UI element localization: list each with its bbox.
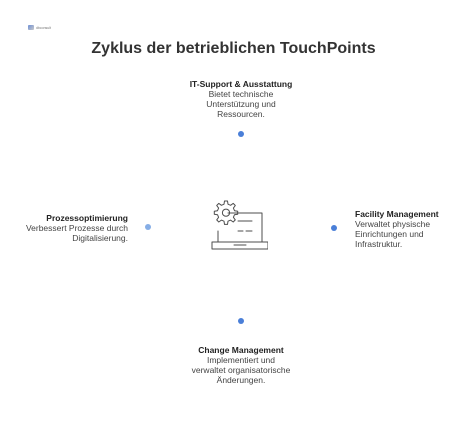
node-dot-top xyxy=(238,131,244,137)
node-description-line: Implementiert und xyxy=(206,355,276,365)
node-dot-right xyxy=(331,225,337,231)
node-change-management: Change Management Implementiert und verw… xyxy=(160,345,322,385)
node-description-line: verwaltet organisatorische xyxy=(191,365,291,375)
logo-mark-icon xyxy=(28,25,34,30)
node-heading: IT-Support & Ausstattung xyxy=(189,79,293,89)
laptop-gear-icon xyxy=(211,200,268,250)
node-description-line: Einrichtungen und xyxy=(355,229,424,239)
node-heading: Facility Management xyxy=(355,209,439,219)
node-description-line: Änderungen. xyxy=(216,375,266,385)
node-description-line: Infrastruktur. xyxy=(355,239,403,249)
node-heading: Prozessoptimierung xyxy=(46,213,128,223)
logo-text: dbconsult xyxy=(36,25,51,30)
node-description-line: Unterstützung und xyxy=(206,99,276,109)
node-heading: Change Management xyxy=(198,345,284,355)
node-dot-left xyxy=(145,224,151,230)
node-description-line: Ressourcen. xyxy=(217,109,265,119)
node-description-line: Bietet technische xyxy=(208,89,274,99)
node-prozessoptimierung: Prozessoptimierung Verbessert Prozesse d… xyxy=(8,213,128,243)
node-dot-bottom xyxy=(238,318,244,324)
node-description-line: Verbessert Prozesse durch xyxy=(25,223,128,233)
brand-logo: dbconsult xyxy=(28,25,51,30)
diagram-title: Zyklus der betrieblichen TouchPoints xyxy=(91,40,376,57)
node-it-support: IT-Support & Ausstattung Bietet technisc… xyxy=(160,79,322,119)
node-description-line: Verwaltet physische xyxy=(355,219,431,229)
node-facility-management: Facility Management Verwaltet physische … xyxy=(355,209,465,249)
node-description-line: Digitalisierung. xyxy=(72,233,128,243)
